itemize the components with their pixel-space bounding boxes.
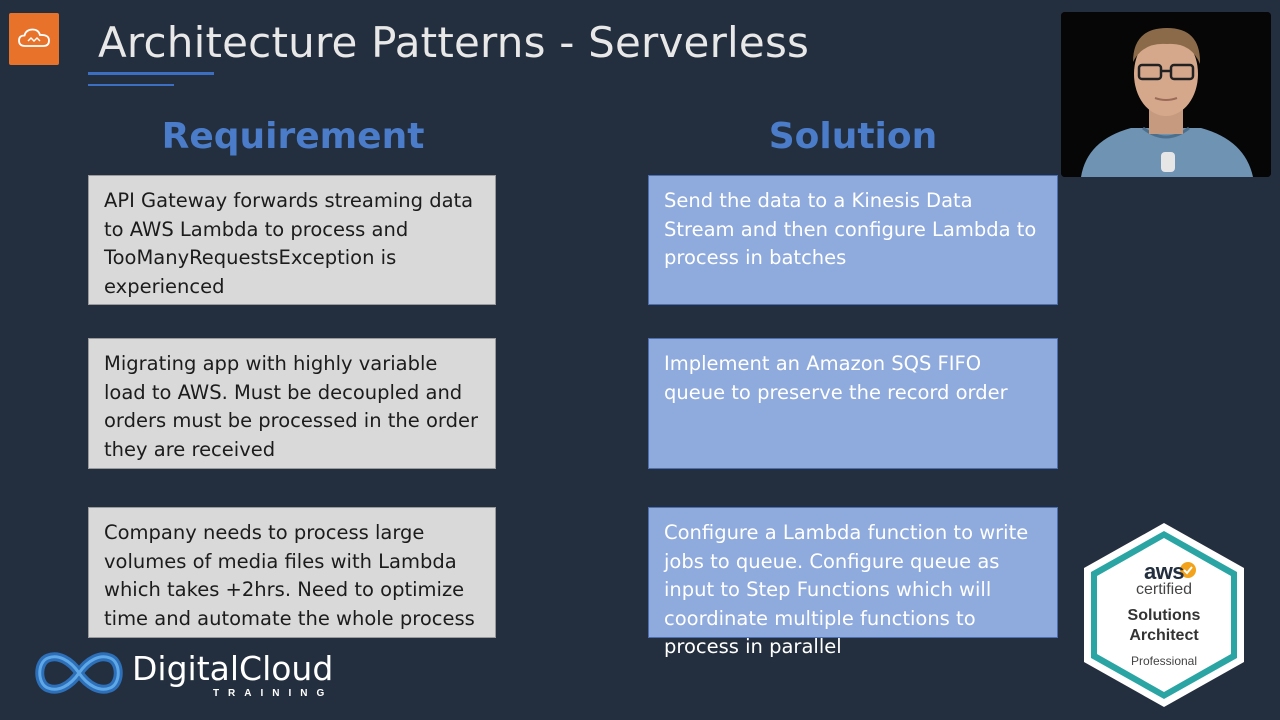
badge-professional-label: Professional (1130, 654, 1198, 668)
requirement-card-1: API Gateway forwards streaming data to A… (88, 175, 496, 305)
badge-architect-label: Architect (1129, 627, 1199, 644)
requirement-card-2: Migrating app with highly variable load … (88, 338, 496, 469)
title-underline (88, 72, 214, 75)
solution-heading: Solution (768, 116, 938, 157)
requirement-card-3: Company needs to process large volumes o… (88, 507, 496, 638)
presenter-video (1061, 12, 1271, 177)
infinity-icon (32, 648, 126, 703)
brand-name: DigitalCloud (132, 649, 334, 688)
brand-subtitle: TRAINING (212, 688, 334, 699)
solution-card-1: Send the data to a Kinesis Data Stream a… (648, 175, 1058, 305)
badge-text: aws certified Solutions Architect Profes… (1082, 521, 1246, 709)
title-underline-short (88, 84, 174, 86)
requirement-heading: Requirement (161, 116, 425, 157)
badge-certified-label: certified (1135, 581, 1193, 598)
aws-certified-badge (1082, 521, 1246, 709)
slide-title: Architecture Patterns - Serverless (98, 18, 810, 67)
solution-card-2: Implement an Amazon SQS FIFO queue to pr… (648, 338, 1058, 469)
badge-aws-label: aws (1143, 559, 1185, 584)
digitalcloud-brand: DigitalCloud TRAINING (32, 648, 333, 703)
cloud-logo-icon (9, 13, 59, 65)
badge-solutions-label: Solutions (1127, 607, 1201, 624)
solution-card-3: Configure a Lambda function to write job… (648, 507, 1058, 658)
